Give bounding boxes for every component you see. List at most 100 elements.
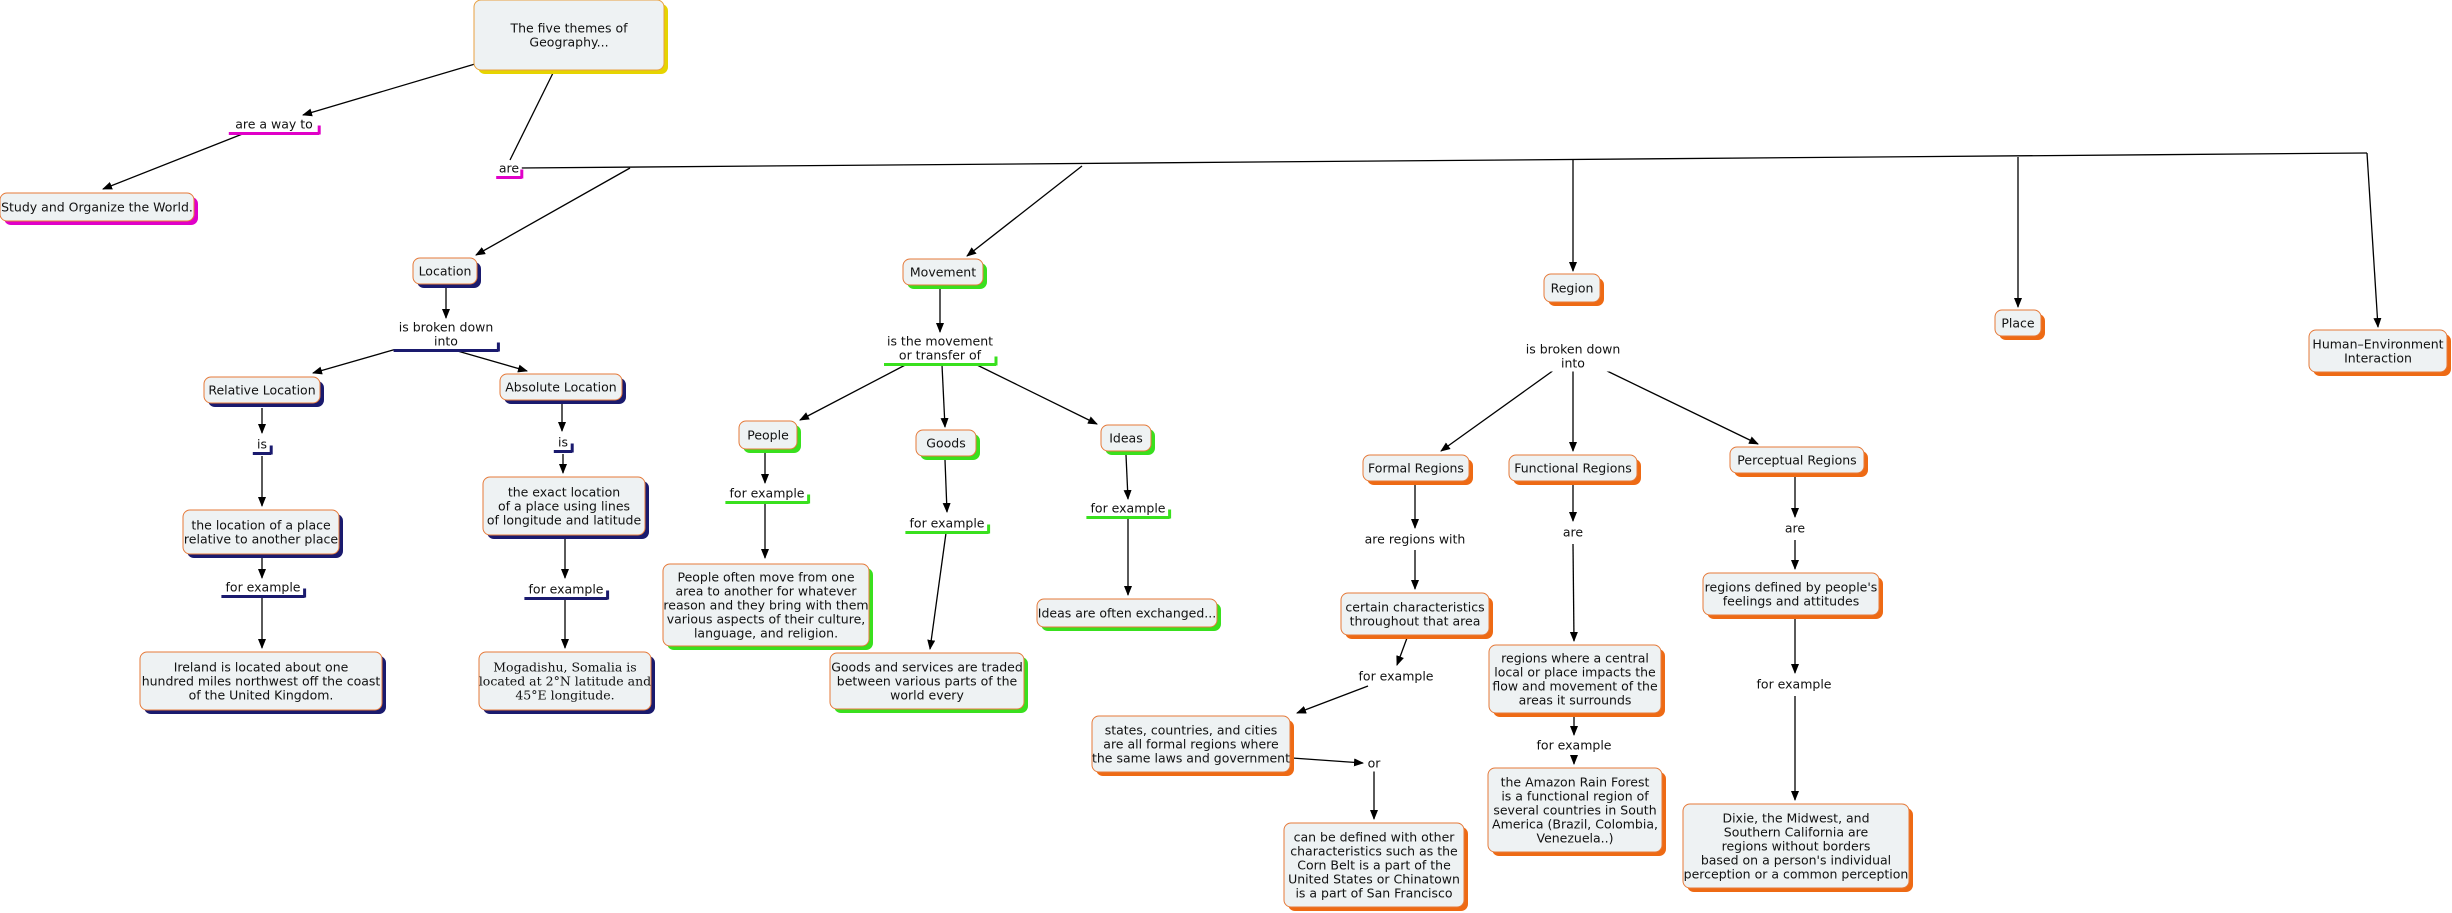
node-label: reason and they bring with them: [663, 598, 868, 613]
concept-node-place[interactable]: Place: [1994, 309, 2045, 340]
node-label: certain characteristics: [1345, 600, 1484, 615]
link-label-rel-for-example: for example: [221, 579, 307, 598]
link-label-bg: [905, 515, 989, 532]
link-label-text: are: [1785, 521, 1806, 536]
node-label: People often move from one: [677, 570, 854, 585]
node-label: the Amazon Rain Forest: [1501, 775, 1650, 790]
link-label-rel-is: is: [252, 436, 273, 455]
node-label: throughout that area: [1350, 614, 1481, 629]
concept-node-ideas[interactable]: Ideas: [1100, 424, 1155, 455]
link-label-bg: [524, 581, 608, 598]
concept-node-region[interactable]: Region: [1543, 273, 1604, 306]
node-label: language, and religion.: [694, 626, 838, 641]
concept-node-goods[interactable]: Goods: [915, 429, 980, 460]
node-box: [182, 509, 340, 555]
concept-node-people[interactable]: People: [738, 420, 801, 453]
connector-line: [1296, 685, 1369, 714]
connector-line: [940, 364, 949, 428]
node-label: regions where a central: [1501, 651, 1649, 666]
node-box: [482, 476, 646, 536]
link-label-text: is the movement: [887, 334, 993, 349]
node-box: [412, 257, 478, 285]
concept-node-study[interactable]: Study and Organize the World.: [0, 192, 198, 225]
connector-line: [966, 165, 1083, 257]
node-label: Location: [419, 264, 472, 279]
node-box: [0, 192, 195, 222]
link-label-text: for example: [730, 486, 805, 501]
link-label-perceptual-are: are: [1782, 520, 1808, 537]
connector-line: [799, 361, 912, 421]
concept-node-absolute-location[interactable]: Absolute Location: [499, 373, 626, 404]
node-label: Dixie, the Midwest, and: [1722, 811, 1869, 826]
link-label-people-for-example: for example: [725, 485, 811, 504]
link-label-text: for example: [1091, 501, 1166, 516]
concept-node-formal[interactable]: Formal Regions: [1362, 454, 1473, 485]
connector-line: [927, 532, 947, 650]
concept-node-movement[interactable]: Movement: [902, 258, 987, 289]
link-label-are-a-way-to: are a way to: [228, 116, 321, 135]
link-label-bg: [221, 579, 305, 596]
link-label-text: for example: [910, 516, 985, 531]
node-label: characteristics such as the: [1290, 844, 1458, 859]
link-label-bg: [1364, 755, 1384, 772]
connector-line: [2366, 152, 2382, 328]
node-label: America (Brazil, Colombia,: [1492, 817, 1658, 832]
link-label-are: are: [496, 160, 524, 179]
node-box: [1543, 273, 1601, 303]
node-label: Ireland is located about one: [174, 660, 349, 675]
link-label-bg: [1355, 531, 1475, 548]
link-label-text: for example: [1757, 677, 1832, 692]
node-label: Functional Regions: [1514, 461, 1632, 476]
node-label: Goods: [926, 436, 965, 451]
node-box: [1487, 767, 1663, 853]
node-box: [1036, 598, 1218, 628]
node-label: flow and movement of the: [1492, 679, 1658, 694]
link-label-text: is broken down: [1526, 342, 1621, 357]
link-label-bg: [1532, 737, 1616, 754]
connector-line: [302, 63, 476, 117]
concept-node-root[interactable]: The five themes ofGeography...: [473, 0, 668, 74]
node-box: [829, 652, 1025, 710]
node-box: [478, 651, 652, 711]
node-label: are all formal regions where: [1103, 737, 1279, 752]
node-label: world every: [890, 688, 964, 703]
concept-node-perceptual[interactable]: Perceptual Regions: [1729, 446, 1868, 477]
node-label: Geography...: [529, 35, 608, 50]
node-label: of longitude and latitude: [487, 513, 642, 528]
concept-node-ideas-ex[interactable]: Ideas are often exchanged...: [1036, 598, 1221, 631]
connector-line: [1123, 454, 1132, 500]
node-box: [1283, 822, 1465, 908]
link-label-functional-for-example: for example: [1532, 737, 1616, 754]
node-label: perception or a common perception: [1684, 867, 1909, 882]
node-label: Place: [2001, 316, 2035, 331]
link-label-bg: [496, 160, 522, 177]
concept-node-functional[interactable]: Functional Regions: [1508, 454, 1641, 485]
node-label: 45°E longitude.: [515, 688, 614, 703]
node-box: [1994, 309, 2042, 337]
node-label: of the United Kingdom.: [189, 688, 334, 703]
concept-node-defined[interactable]: can be defined with othercharacteristics…: [1283, 822, 1468, 911]
link-label-bg: [252, 436, 272, 453]
concept-node-relative-location[interactable]: Relative Location: [203, 376, 324, 407]
connector-line: [102, 132, 246, 190]
node-label: regions without borders: [1722, 839, 1871, 854]
node-label: between various parts of the: [837, 674, 1018, 689]
concept-node-location[interactable]: Location: [412, 257, 481, 288]
node-box: [1100, 424, 1152, 452]
link-label-bg: [1752, 676, 1836, 693]
